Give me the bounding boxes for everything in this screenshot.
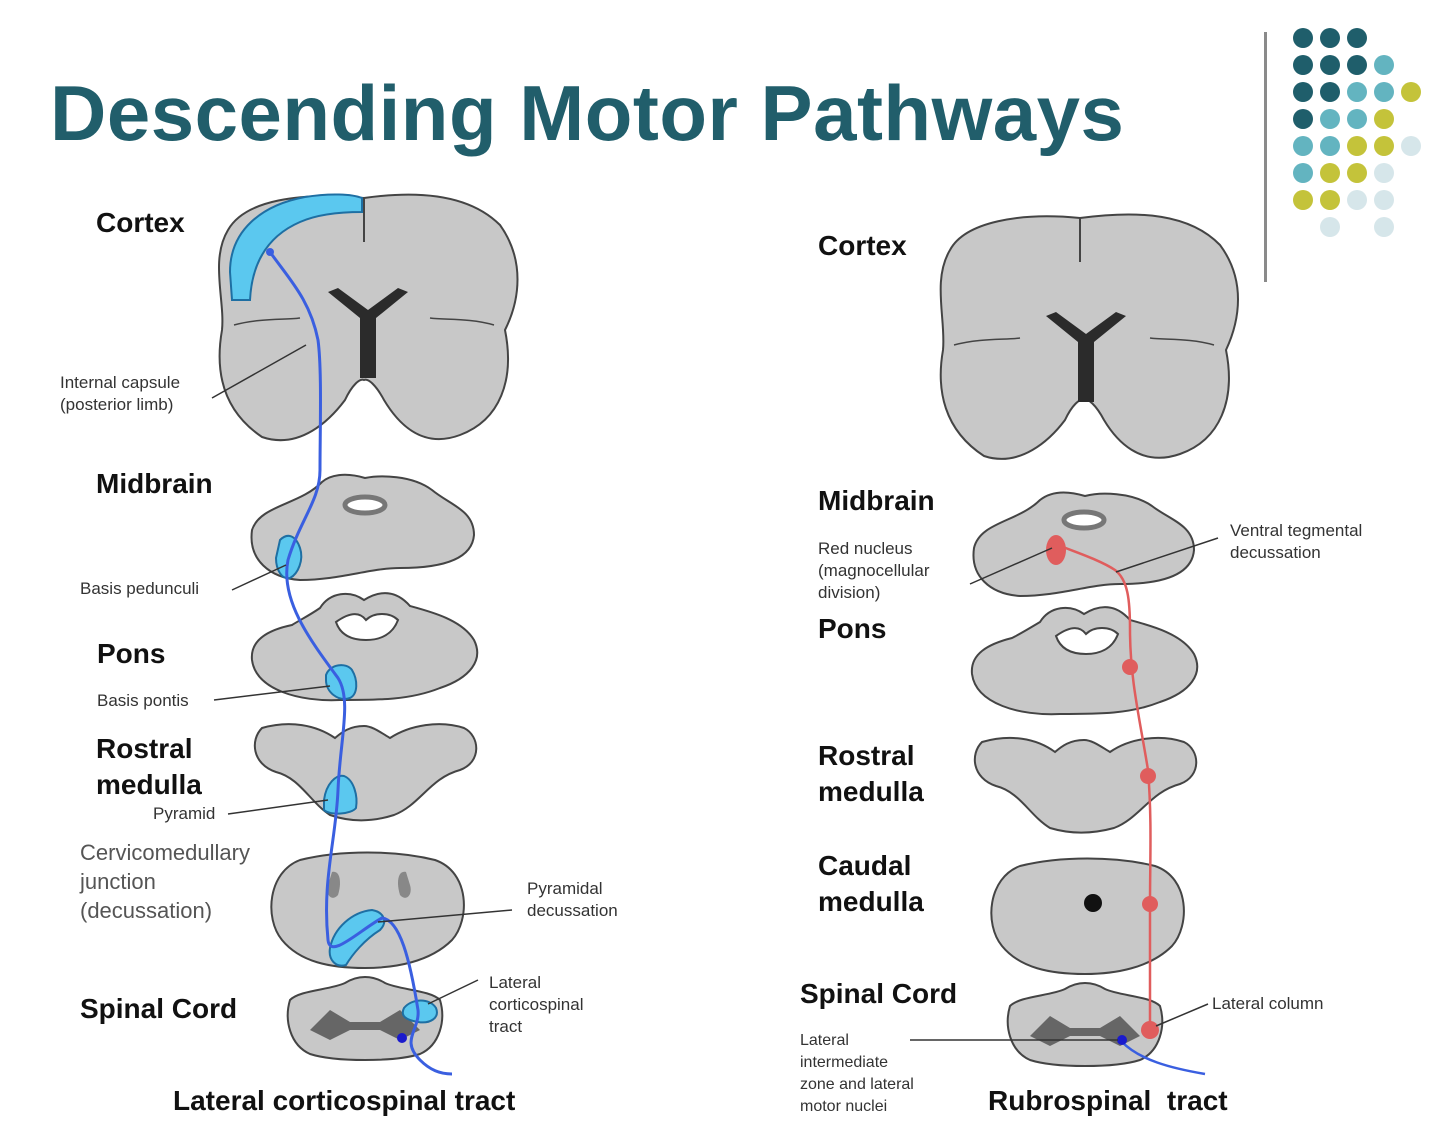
decorative-dot: [1374, 163, 1394, 183]
decorative-dot: [1320, 217, 1340, 237]
right-leader-lines: [910, 537, 1219, 1041]
slide-title: Descending Motor Pathways: [50, 69, 1125, 157]
decorative-dot: [1320, 163, 1340, 183]
right-spinal-efferent-line: [1121, 1041, 1206, 1076]
right-caption: Rubrospinal tract: [988, 1085, 1228, 1116]
caudal-medulla-node: [1142, 896, 1158, 912]
label-pyramid: Pyramid: [153, 804, 216, 823]
decorative-dot-grid: [1293, 28, 1433, 258]
right-spinal-terminal: [1117, 1035, 1127, 1045]
left-spinal-terminal: [397, 1033, 407, 1043]
left-ventricle: [328, 288, 408, 378]
decorative-dot: [1293, 163, 1313, 183]
left-stage-cortex: Cortex: [96, 207, 185, 238]
left-midbrain-section: [250, 473, 476, 582]
decorative-dot: [1293, 190, 1313, 210]
decorative-dot: [1320, 109, 1340, 129]
decorative-dot: [1347, 28, 1367, 48]
right-pons-section: [970, 606, 1199, 716]
right-stage-midbrain: Midbrain: [818, 485, 935, 516]
left-motor-cortex-highlight: [228, 193, 363, 301]
left-rostral-medulla-section: [253, 723, 478, 822]
label-lateral-column: Lateral column: [1212, 994, 1324, 1013]
label-red-nucleus: Red nucleus (magnocellular division): [818, 539, 930, 602]
right-rostral-medulla-section: [973, 736, 1198, 834]
label-lateral-intermediate: Lateral intermediate zone and lateral mo…: [800, 1032, 914, 1115]
corticospinal-pathway-line: [268, 251, 453, 1076]
pons-node: [1122, 659, 1138, 675]
right-central-canal: [1084, 894, 1102, 912]
left-stage-midbrain: Midbrain: [96, 468, 213, 499]
decorative-dot: [1347, 163, 1367, 183]
decorative-dot: [1347, 190, 1367, 210]
red-nucleus-cluster: [1046, 535, 1066, 565]
decorative-dot: [1347, 55, 1367, 75]
decorative-dot: [1347, 136, 1367, 156]
left-caption: Lateral corticospinal tract: [173, 1085, 516, 1116]
decorative-dot: [1374, 109, 1394, 129]
decorative-dot: [1401, 136, 1421, 156]
right-midbrain-section: [972, 491, 1196, 598]
decorative-dot: [1401, 82, 1421, 102]
decorative-dot: [1320, 82, 1340, 102]
decorative-dot: [1374, 55, 1394, 75]
decorative-dot: [1293, 28, 1313, 48]
label-basis-pedunculi: Basis pedunculi: [80, 579, 200, 598]
decorative-dot: [1320, 55, 1340, 75]
rostral-medulla-node: [1140, 768, 1156, 784]
right-stage-pons: Pons: [818, 613, 887, 644]
left-pons-section: [250, 592, 479, 702]
spinal-lateral-column-node: [1141, 1021, 1159, 1039]
label-internal-capsule: Internal capsule (posterior limb): [60, 373, 181, 414]
rubrospinal-pathway-line: [1057, 543, 1152, 1030]
left-leader-lines: [211, 344, 513, 1005]
right-stage-caudal-medulla: Caudal medulla: [818, 850, 924, 917]
label-cervicomedullary: Cervicomedullary junction (decussation): [80, 840, 250, 923]
label-ventral-tegmental: Ventral tegmental decussation: [1230, 521, 1363, 562]
left-stage-spinal-cord: Spinal Cord: [80, 993, 238, 1024]
decorative-dot: [1374, 217, 1394, 237]
decorative-dot: [1347, 82, 1367, 102]
rubrospinal-nodes: [1046, 535, 1159, 1039]
decorative-dot: [1320, 28, 1340, 48]
decorative-dot: [1293, 136, 1313, 156]
label-lateral-corticospinal: Lateral corticospinal tract: [489, 973, 584, 1036]
right-caudal-medulla-section: [990, 857, 1185, 976]
decorative-divider: [1264, 32, 1267, 282]
left-lateral-cst-highlight: [401, 999, 438, 1024]
decorative-dot: [1293, 55, 1313, 75]
decorative-dot: [1293, 109, 1313, 129]
right-stage-spinal-cord: Spinal Cord: [800, 978, 958, 1009]
decorative-dot: [1320, 136, 1340, 156]
left-stage-rostral-medulla: Rostral medulla: [96, 733, 202, 800]
decorative-dot: [1320, 190, 1340, 210]
right-stage-rostral-medulla: Rostral medulla: [818, 740, 924, 807]
label-basis-pontis: Basis pontis: [97, 691, 189, 710]
label-pyramidal-decussation: Pyramidal decussation: [527, 879, 618, 920]
right-ventricle: [1046, 312, 1126, 402]
right-stage-cortex: Cortex: [818, 230, 907, 261]
decorative-dot: [1374, 136, 1394, 156]
left-cortex-neuron: [266, 248, 274, 256]
decorative-dot: [1347, 109, 1367, 129]
decorative-dot: [1374, 190, 1394, 210]
left-stage-pons: Pons: [97, 638, 166, 669]
decorative-dot: [1293, 82, 1313, 102]
decorative-dot: [1374, 82, 1394, 102]
